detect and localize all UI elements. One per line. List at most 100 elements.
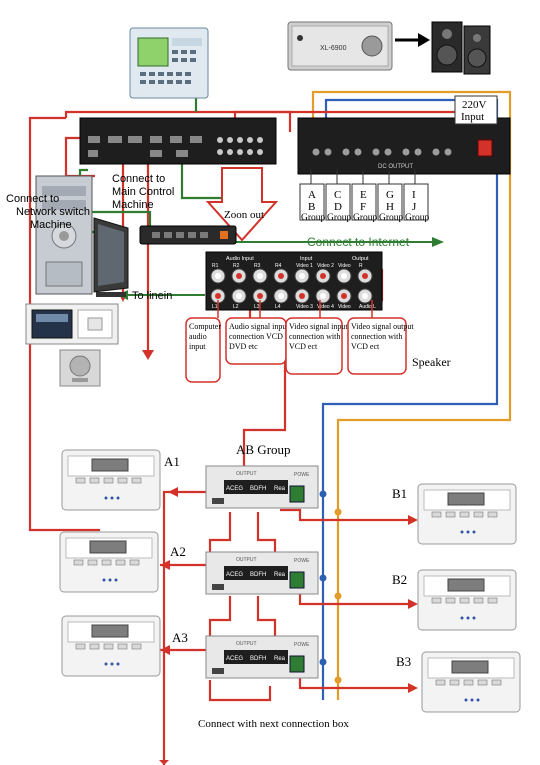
red-wire-chain-4 — [258, 596, 275, 640]
group-suffix: Group — [327, 213, 352, 223]
network-switch — [140, 226, 236, 244]
callout-line: audio — [189, 332, 207, 341]
red-wire-chain-1 — [210, 512, 230, 555]
connect-next-box-label: Connect with next connection box — [198, 718, 349, 730]
panel-bottom-label: L2 — [233, 304, 239, 310]
group-letter-top: C — [334, 189, 341, 201]
panel-bottom-label: L1 — [212, 304, 218, 310]
callout-line: Audio signal input — [229, 322, 289, 331]
dc-power-box: DC OUTPUT — [298, 118, 510, 174]
panel-jack-bottom-core — [320, 293, 326, 299]
room-unit-b3 — [422, 652, 520, 712]
junction-right-label: Rea — [274, 486, 286, 492]
panel-bottom-label: Video 3 — [296, 304, 313, 310]
arrow-speaker — [418, 33, 430, 47]
room-unit-label-b2: B2 — [392, 572, 407, 587]
to-linein-label: To linein — [132, 290, 172, 302]
room-unit-label-a3: A3 — [172, 630, 188, 645]
connect-main-control-line2: Main Control — [112, 186, 174, 198]
group-letter-bottom: F — [360, 201, 366, 213]
panel-bottom-label: Audio L — [359, 304, 376, 310]
callout-line: DVD etc — [229, 342, 258, 351]
zoom-out-label: Zoon out — [224, 209, 264, 221]
room-unit-b1 — [418, 484, 516, 544]
connect-network-switch-line3: Machine — [30, 219, 72, 231]
callout-line: connection with — [351, 332, 402, 341]
group-suffix: Group — [301, 213, 326, 223]
connect-main-control-line1: Connect to — [112, 173, 165, 185]
panel-top-label: R3 — [254, 263, 261, 269]
callout-line: Computer — [189, 322, 221, 331]
group-suffix: Group — [379, 213, 404, 223]
connect-main-control-label: Connect to Main Control Machine — [112, 173, 177, 211]
junction-left-label: ACEG — [226, 656, 243, 662]
panel-top-label: R — [359, 263, 363, 269]
connect-main-control-line3: Machine — [112, 199, 154, 211]
panel-jack-top-core — [362, 273, 368, 279]
callout-box: Video signal inputconnection withVCD ect — [286, 300, 348, 374]
callout-box: Computeraudioinput — [186, 300, 221, 382]
junction-left-label: ACEG — [226, 486, 243, 492]
panel-jack-top-core — [278, 273, 284, 279]
junction-right-label: Rea — [274, 656, 286, 662]
panel-top-label: Video 1 — [296, 263, 313, 269]
junction-mid-label: BDFH — [250, 572, 266, 578]
junction-top-label: OUTPUT — [236, 557, 257, 563]
panel-jack-top-core — [299, 273, 305, 279]
room-unit-label-a2: A2 — [170, 544, 186, 559]
group-suffix: Group — [353, 213, 378, 223]
ab-group-label: AB Group — [236, 442, 291, 457]
arrow-down-1 — [142, 350, 154, 360]
group-letter-bottom: D — [334, 201, 342, 213]
callout-line: connection VCD — [229, 332, 283, 341]
amplifier: XL-6900 — [288, 22, 392, 70]
group-letter-top: I — [412, 189, 416, 201]
panel-jack-bottom-core — [341, 293, 347, 299]
junction-mid-label: BDFH — [250, 486, 266, 492]
junction-left-label: ACEG — [226, 572, 243, 578]
junction-top-label: OUTPUT — [236, 641, 257, 647]
room-unit-a3 — [62, 616, 160, 676]
panel-jack-top-core — [257, 273, 263, 279]
monitor — [94, 218, 128, 297]
dc-output-label: DC OUTPUT — [378, 164, 413, 170]
input-header: Input — [300, 256, 313, 262]
intercom-speaker — [60, 350, 100, 386]
panel-jack-top-core — [236, 273, 242, 279]
panel-top-label: R2 — [233, 263, 240, 269]
group-letter-top: E — [360, 189, 367, 201]
red-wire-ab-right — [280, 510, 408, 520]
input-220v-line1: 220V — [462, 99, 487, 111]
panel-jack-bottom-core — [236, 293, 242, 299]
callout-line: VCD ect — [289, 342, 318, 351]
room-unit-label-b3: B3 — [396, 654, 411, 669]
panel-bottom-label: Video — [338, 304, 351, 310]
group-letter-top: A — [308, 189, 316, 201]
arrow-right-b2 — [408, 599, 418, 609]
speaker-pair — [432, 22, 490, 74]
input-220v: 220V Input — [455, 96, 497, 124]
callout-line: VCD ect — [351, 342, 380, 351]
arrow-left-a1 — [168, 487, 178, 497]
red-wire-chain-2 — [210, 596, 230, 640]
junction-top-label: OUTPUT — [236, 471, 257, 477]
junction-power-label: POWE — [294, 642, 310, 648]
callout-box: Video signal outputconnection withVCD ec… — [348, 300, 414, 374]
panel-top-label: Video 2 — [317, 263, 334, 269]
junction-box: ACEGBDFHReaOUTPUTPOWE — [206, 552, 318, 594]
group-letter-top: G — [386, 189, 394, 201]
arrow-down-next — [159, 760, 169, 765]
panel-jack-bottom-core — [362, 293, 368, 299]
panel-jack-bottom-core — [257, 293, 263, 299]
callout-line: input — [189, 342, 206, 351]
room-unit-a1 — [62, 450, 160, 510]
group-letter-bottom: H — [386, 201, 394, 213]
room-unit-label-b1: B1 — [392, 486, 407, 501]
